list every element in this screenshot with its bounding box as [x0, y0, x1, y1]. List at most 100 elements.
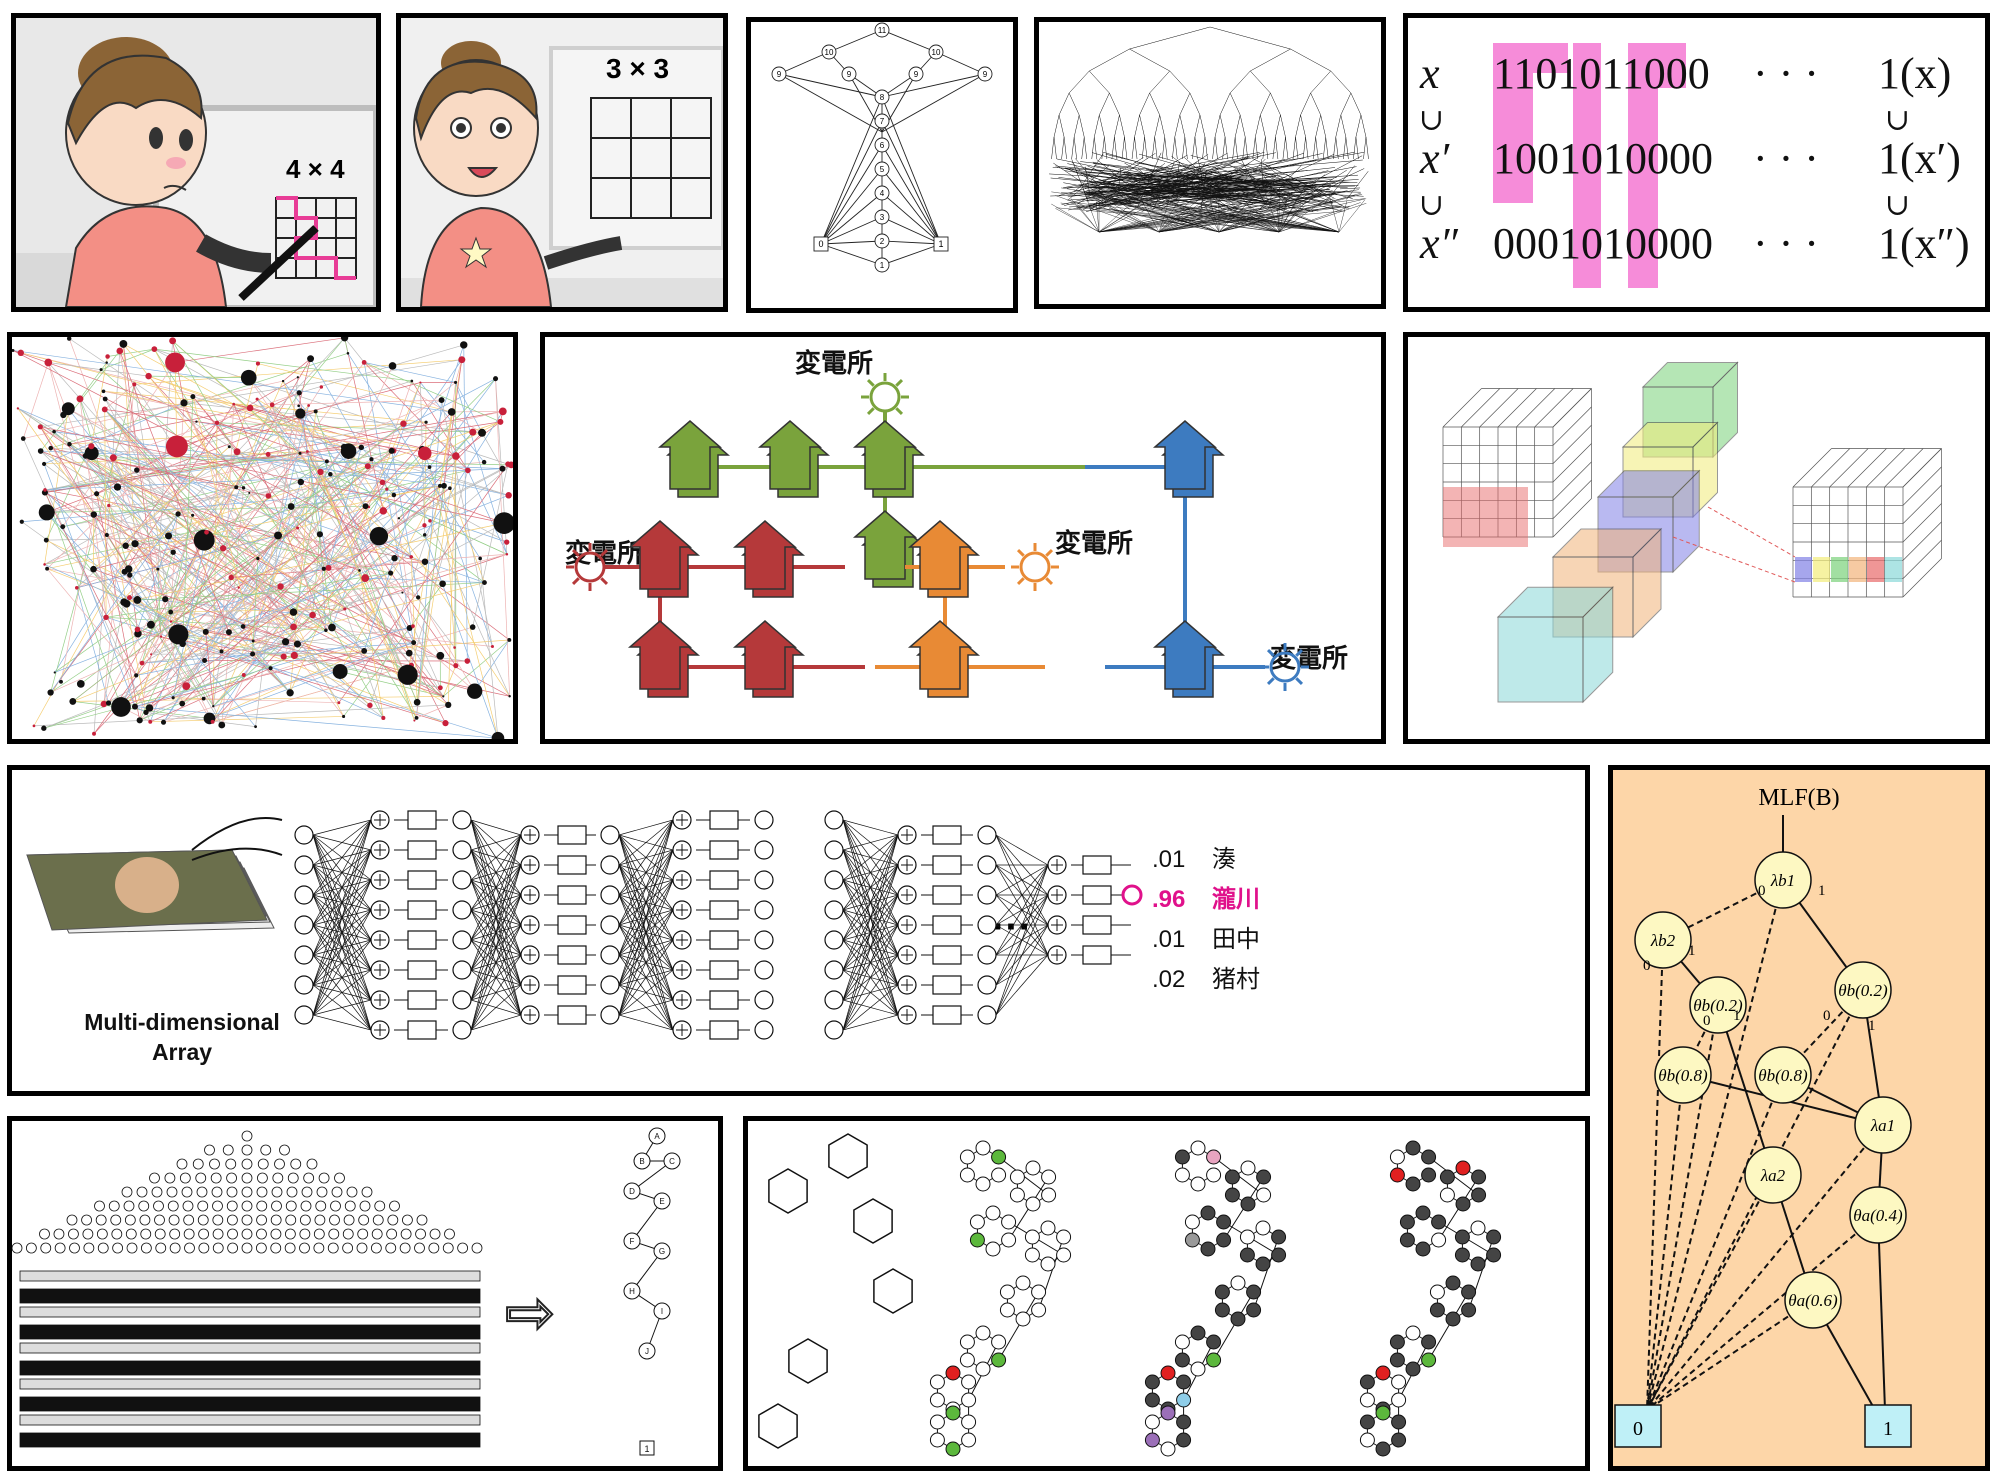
atom: [1214, 1302, 1230, 1318]
comic-panel-explaining: 3 × 3: [396, 13, 728, 312]
activation-box: [932, 945, 962, 965]
network-node: [437, 685, 443, 691]
activation-box: [709, 840, 739, 860]
input-arrow-2: [191, 847, 283, 861]
svg-text:λa2: λa2: [1760, 1166, 1786, 1185]
neuron: [452, 840, 472, 860]
atom: [1041, 1187, 1057, 1203]
network-node: [508, 695, 511, 698]
bdd-node: [358, 1214, 370, 1226]
input-arrow-1: [191, 817, 283, 851]
output-name-2: 瀧川: [1212, 886, 1260, 913]
activation-box: [407, 960, 437, 980]
bdd-node: [182, 1200, 194, 1212]
bdd-node: [284, 1242, 296, 1254]
reduction-arrow: ⇨: [505, 1279, 555, 1346]
network-node: [397, 517, 401, 520]
network-node: [131, 703, 138, 710]
atom: [1190, 1361, 1206, 1377]
atom: [1471, 1169, 1487, 1185]
neuron: [824, 990, 844, 1010]
output-arrows: [1111, 864, 1131, 956]
svg-text:6: 6: [880, 141, 885, 150]
atom: [1031, 1284, 1047, 1300]
bdd-node: [343, 1214, 355, 1226]
mlf-edge-label: 1: [1818, 883, 1826, 899]
molecule-3: [1359, 1140, 1502, 1457]
atom: [985, 1241, 1001, 1257]
network-node: [458, 356, 466, 364]
svg-text:9: 9: [777, 70, 782, 79]
bdd-node: [227, 1242, 239, 1254]
mlf-node: θb(0.8): [1754, 1046, 1812, 1104]
svg-text:9: 9: [847, 70, 852, 79]
bdd-node: [204, 1144, 215, 1156]
network-node: [422, 523, 427, 528]
network-node: [246, 404, 254, 412]
atom: [1359, 1432, 1375, 1448]
bdd-node: [255, 1242, 267, 1254]
svg-text:3: 3: [880, 213, 885, 222]
bdd-node: [327, 1242, 339, 1254]
bdd-node: [357, 1228, 369, 1240]
mlf-terminal-zero: 0: [1614, 1404, 1662, 1448]
bdd-node: [112, 1242, 124, 1254]
bdd-node: 2: [874, 233, 890, 249]
network-node: [214, 420, 220, 425]
network-node: [469, 428, 477, 436]
activation-box: [557, 975, 587, 995]
svg-text:1: 1: [938, 239, 943, 249]
bdd-node: [212, 1200, 223, 1212]
neuron: [754, 870, 774, 890]
network-node: [298, 451, 302, 455]
mlf-edge-label: 1: [1868, 1018, 1876, 1034]
neuron: [294, 825, 314, 845]
neuron: [977, 825, 997, 845]
network-node: [225, 629, 232, 636]
network-node: [19, 519, 24, 524]
bdd-node: [154, 1214, 165, 1226]
bit-vector-panel: x 1101011000 · · · 1(x) x′ 1001010000 · …: [1403, 13, 1990, 312]
network-node: [405, 649, 413, 657]
bdd-node: 4: [874, 185, 890, 201]
network-node: [280, 653, 287, 660]
neuron: [754, 990, 774, 1010]
atom: [991, 1334, 1007, 1350]
atom: [969, 1214, 985, 1230]
bdd-node: [256, 1200, 268, 1212]
bdd-reduced-node: [623, 1232, 641, 1250]
network-node: [478, 428, 486, 437]
network-node: [445, 701, 452, 709]
bdd-node: [241, 1242, 253, 1254]
network-node: [148, 719, 153, 724]
network-node: [250, 651, 256, 657]
bdd-node: [444, 1228, 455, 1240]
bdd-node: [140, 1228, 152, 1240]
activation-box: [557, 855, 587, 875]
atom: [1454, 1247, 1470, 1263]
output-score-2: .96: [1152, 886, 1185, 913]
bdd-reduced-node: [653, 1242, 671, 1260]
layer-act-2: [557, 825, 587, 1025]
neuron: [824, 840, 844, 860]
bdd-node: [197, 1214, 209, 1226]
bdd-node: [126, 1242, 138, 1254]
func-row-1: 1(x): [1878, 49, 1951, 98]
atom: [1176, 1414, 1192, 1430]
neuron: [754, 1020, 774, 1040]
bdd-node: [279, 1144, 290, 1156]
bdd-node: [227, 1228, 238, 1240]
network-node: [254, 725, 257, 729]
atom: [1271, 1247, 1287, 1263]
network-node: [428, 519, 432, 523]
activation-box: [932, 975, 962, 995]
bdd-node: [81, 1214, 92, 1226]
svg-text:4: 4: [880, 189, 885, 198]
atom: [1025, 1196, 1041, 1212]
zdd-edges: [1049, 26, 1369, 213]
neuron: [294, 945, 314, 965]
atom: [975, 1325, 991, 1341]
activation-box: [709, 990, 739, 1010]
